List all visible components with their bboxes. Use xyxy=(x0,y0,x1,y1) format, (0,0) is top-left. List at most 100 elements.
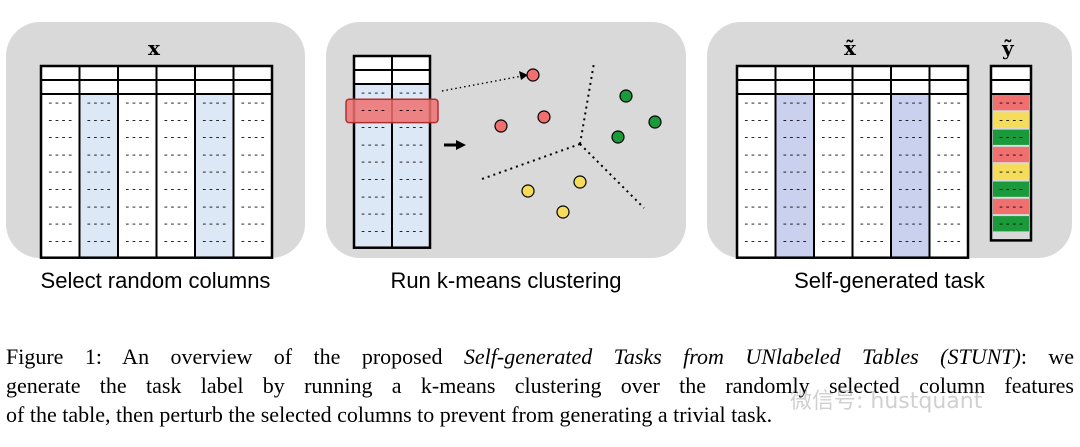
cell-dash: ---- xyxy=(163,131,190,144)
table-column xyxy=(41,94,80,258)
table-column xyxy=(891,94,930,258)
cell-dash: ---- xyxy=(743,234,770,247)
cell-dash: ---- xyxy=(398,190,425,203)
cell-dash: ---- xyxy=(86,200,113,213)
label-cell-green xyxy=(993,129,1029,145)
cell-dash: ---- xyxy=(47,200,74,213)
right-arrow-icon xyxy=(444,140,466,150)
cluster-point-green xyxy=(611,130,625,144)
cell-dash: ---- xyxy=(86,148,113,161)
cell-dash: ---- xyxy=(936,200,963,213)
cell-dash: ---- xyxy=(360,103,387,116)
label-header xyxy=(990,79,1032,95)
cell-dash: ---- xyxy=(240,217,267,230)
table-column xyxy=(737,94,776,258)
cell-dash: ---- xyxy=(201,131,228,144)
caption-line-3: of the table, then perturb the selected … xyxy=(6,402,773,427)
cell-dash: ---- xyxy=(398,207,425,220)
cell-dash: ---- xyxy=(897,113,924,126)
cell-dash: ---- xyxy=(47,113,74,126)
cell-dash: ---- xyxy=(936,113,963,126)
cell-dash: ---- xyxy=(360,121,387,134)
cell-dash: ---- xyxy=(124,234,151,247)
cell-dash: ---- xyxy=(360,173,387,186)
cluster-point-red xyxy=(526,68,540,82)
caption-title: Self-generated Tasks from UNlabeled Tabl… xyxy=(463,344,1021,369)
cell-dash: ---- xyxy=(240,165,267,178)
label-cell-yellow xyxy=(993,164,1029,180)
cell-dash: ---- xyxy=(782,131,809,144)
cell-dash: ---- xyxy=(782,148,809,161)
cell-dash: ---- xyxy=(820,200,847,213)
label-border xyxy=(989,64,1033,242)
cell-dash: ---- xyxy=(782,200,809,213)
label-cell-red xyxy=(993,146,1029,163)
cell-dash: ---- xyxy=(820,148,847,161)
cell-dash: ---- xyxy=(201,113,228,126)
cell-dash: ---- xyxy=(86,165,113,178)
cell-dash: ---- xyxy=(820,113,847,126)
caption-line-1: Figure 1: An overview of the proposed Se… xyxy=(6,342,1074,371)
cell-dash: ---- xyxy=(47,234,74,247)
cell-dash: ---- xyxy=(782,165,809,178)
cell-dash: ---- xyxy=(998,113,1025,126)
label-cell-red xyxy=(993,95,1029,111)
cell-dash: ---- xyxy=(86,217,113,230)
cell-dash: ---- xyxy=(240,96,267,109)
cell-dash: ---- xyxy=(998,217,1025,230)
cell-dash: ---- xyxy=(998,148,1025,161)
cell-dash: ---- xyxy=(124,165,151,178)
table-perturbed: ---- ---- ---- ---- ---- ---- ---- ---- ---- ----… xyxy=(735,64,970,259)
table-column xyxy=(195,94,234,258)
table-column xyxy=(79,94,118,258)
cell-dash: ---- xyxy=(86,234,113,247)
cell-dash: ---- xyxy=(859,165,886,178)
cell-dash: ---- xyxy=(163,217,190,230)
cell-dash: ---- xyxy=(782,234,809,247)
label-select-random-columns: Select random columns xyxy=(40,268,271,293)
row-to-point-arrow xyxy=(441,71,528,92)
cell-dash: ---- xyxy=(998,183,1025,196)
cell-dash: ---- xyxy=(897,217,924,230)
task-label-column: -------------------------------- xyxy=(989,64,1033,242)
cell-dash: ---- xyxy=(86,131,113,144)
cell-dash: ---- xyxy=(124,113,151,126)
cell-dash: ---- xyxy=(398,155,425,168)
cell-dash: ---- xyxy=(897,234,924,247)
cell-dash: ---- xyxy=(859,183,886,196)
caption-lead: Figure 1: An overview of the proposed xyxy=(6,344,443,369)
cell-dash: ---- xyxy=(859,234,886,247)
cell-dash: ---- xyxy=(820,96,847,109)
cell-dash: ---- xyxy=(240,113,267,126)
cell-dash: ---- xyxy=(240,183,267,196)
cell-dash: ---- xyxy=(782,96,809,109)
cell-dash: ---- xyxy=(240,234,267,247)
cell-dash: ---- xyxy=(163,234,190,247)
cell-dash: ---- xyxy=(124,148,151,161)
cell-dash: ---- xyxy=(163,113,190,126)
label-cell-red xyxy=(993,198,1029,215)
label-cell-green xyxy=(993,216,1029,232)
cell-dash: ---- xyxy=(859,200,886,213)
cell-dash: ---- xyxy=(124,183,151,196)
cell-dash: ---- xyxy=(201,217,228,230)
cell-dash: ---- xyxy=(47,131,74,144)
cell-dash: ---- xyxy=(897,183,924,196)
cell-dash: ---- xyxy=(743,183,770,196)
cell-dash: ---- xyxy=(782,217,809,230)
cell-dash: ---- xyxy=(743,96,770,109)
cell-dash: ---- xyxy=(743,217,770,230)
cell-dash: ---- xyxy=(936,165,963,178)
cell-dash: ---- xyxy=(820,217,847,230)
cell-dash: ---- xyxy=(936,131,963,144)
cell-dash: ---- xyxy=(820,234,847,247)
cell-dash: ---- xyxy=(240,200,267,213)
cell-dash: ---- xyxy=(240,148,267,161)
cell-dash: ---- xyxy=(398,121,425,134)
table-original: ---- ---- ---- ---- ---- ---- ---- ---- ---- ----… xyxy=(39,64,274,259)
cell-dash: ---- xyxy=(360,155,387,168)
cell-dash: ---- xyxy=(859,131,886,144)
table-selected-columns: ----------------------------------------… xyxy=(345,54,439,249)
cell-dash: ---- xyxy=(163,200,190,213)
cell-dash: ---- xyxy=(859,148,886,161)
